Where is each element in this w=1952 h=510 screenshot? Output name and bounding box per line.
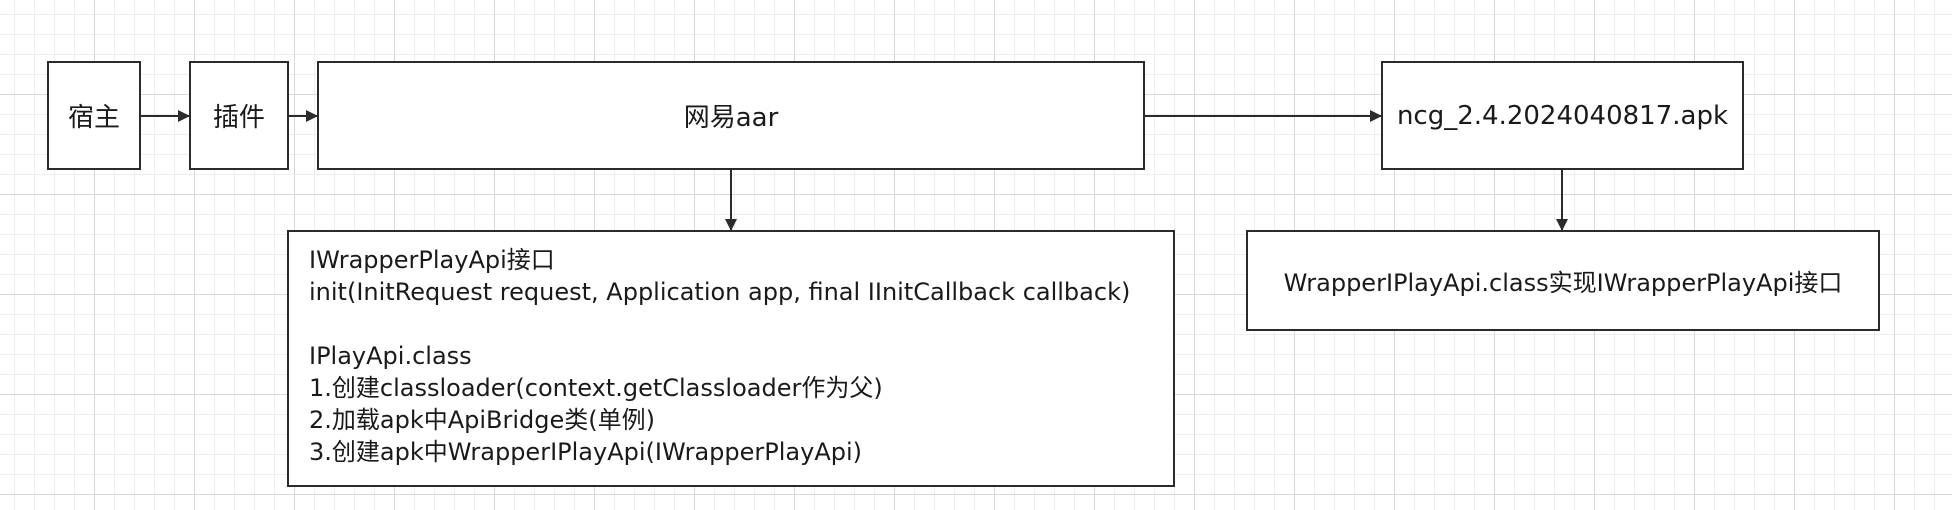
host-label: 宿主 — [67, 103, 120, 133]
interface-line: init(InitRequest request, Application ap… — [309, 278, 1131, 306]
plugin-node[interactable]: 插件 — [189, 61, 289, 170]
apk-node[interactable]: ncg_2.4.2024040817.apk — [1381, 61, 1744, 170]
plugin-label: 插件 — [212, 103, 265, 133]
interface-line: 2.加载apk中ApiBridge类(单例) — [309, 406, 656, 434]
impl-block-node[interactable]: WrapperIPlayApi.class实现IWrapperPlayApi接口 — [1246, 230, 1880, 331]
interface-line: 3.创建apk中WrapperIPlayApi(IWrapperPlayApi) — [309, 438, 863, 466]
impl-block-label: WrapperIPlayApi.class实现IWrapperPlayApi接口 — [1283, 269, 1843, 297]
apk-label: ncg_2.4.2024040817.apk — [1396, 100, 1729, 131]
interface-line: IWrapperPlayApi接口 — [309, 246, 555, 274]
interface-line: IPlayApi.class — [309, 342, 472, 370]
interface-line — [309, 308, 1153, 340]
interface-line: 1.创建classloader(context.getClassloader作为… — [309, 374, 883, 402]
host-node[interactable]: 宿主 — [47, 61, 141, 170]
netease-aar-label: 网易aar — [683, 103, 779, 133]
netease-aar-node[interactable]: 网易aar — [317, 61, 1145, 170]
interface-block-node[interactable]: IWrapperPlayApi接口 init(InitRequest reque… — [287, 230, 1175, 487]
